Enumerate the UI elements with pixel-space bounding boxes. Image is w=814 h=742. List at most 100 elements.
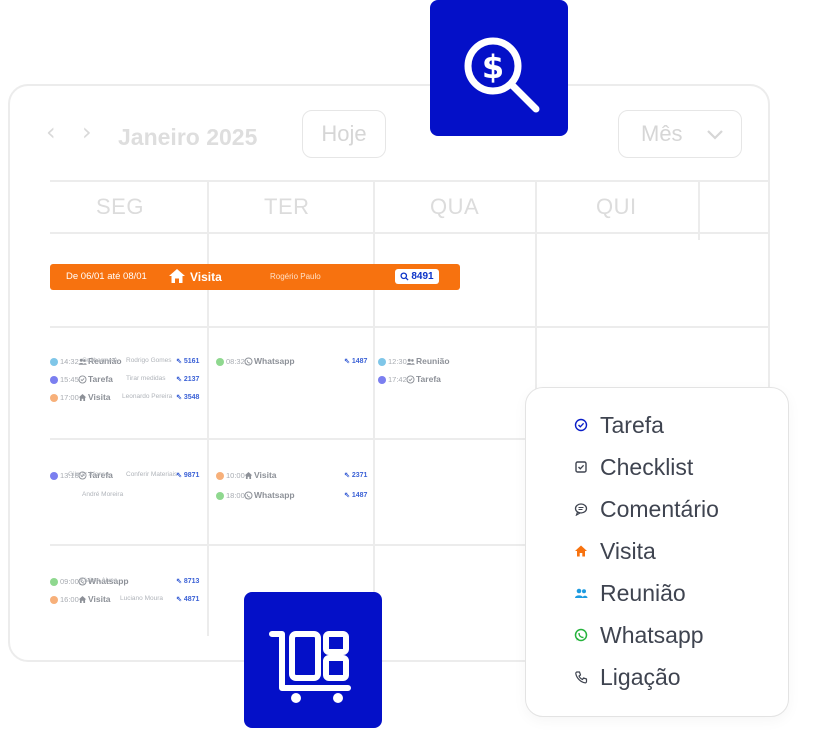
visita-banner-event[interactable]: De 06/01 até 08/01 Visita Rogério Paulo … [50, 264, 460, 290]
month-title: Janeiro 2025 [118, 124, 258, 150]
people-icon [406, 357, 415, 366]
event-time: 16:00 [60, 595, 79, 604]
legend-item-reunião[interactable]: Reunião [574, 578, 686, 608]
event-person: Guilherme A. [82, 357, 120, 364]
legend-label: Checklist [600, 453, 694, 480]
code-prefix-icon: ⇖ [176, 578, 184, 585]
event-time: 14:32 [60, 357, 79, 366]
event-person: André Moreira [82, 491, 124, 498]
legend-item-visita[interactable]: Visita [574, 536, 656, 566]
calendar-event[interactable]: 17:42 Tarefa [378, 374, 538, 386]
event-color-dot [50, 394, 58, 402]
finance-search-tile: $ [430, 0, 568, 136]
calendar-card: ‹ › Janeiro 2025 Hoje Mês SEG TER QUA QU… [8, 84, 770, 662]
legend-item-checklist[interactable]: Checklist [574, 452, 693, 482]
legend-label: Whatsapp [600, 621, 704, 648]
legend-item-comentário[interactable]: Comentário [574, 494, 719, 524]
event-color-dot [50, 358, 58, 366]
event-type: Whatsapp [254, 490, 295, 500]
banner-code-badge: 8491 [395, 269, 439, 284]
legend-label: Tarefa [600, 411, 664, 438]
banner-type: Visita [190, 270, 222, 284]
grid-line [698, 180, 700, 240]
code-prefix-icon: ⇖ [344, 492, 352, 499]
event-type: Reunião [416, 356, 450, 366]
legend-item-tarefa[interactable]: Tarefa [574, 410, 664, 440]
event-code-value: 3548 [183, 394, 200, 401]
event-person: Rodrigo Gomes [126, 357, 172, 364]
legend-item-ligação[interactable]: Ligação [574, 662, 681, 692]
home-icon [574, 544, 588, 558]
event-person: Conferir Materiais [126, 471, 178, 478]
event-code-value: 4871 [183, 596, 200, 603]
event-code: ⇖ 3548 [176, 393, 199, 401]
grid-line [373, 180, 375, 636]
whatsapp-icon [574, 628, 588, 642]
event-code: ⇖ 1487 [344, 357, 367, 365]
event-code-value: 1487 [351, 492, 368, 499]
whatsapp-icon [78, 577, 87, 586]
code-prefix-icon: ⇖ [344, 358, 352, 365]
check-circle-icon [406, 375, 415, 384]
checkbox-icon [574, 460, 588, 474]
event-color-dot [216, 492, 224, 500]
next-month-icon[interactable]: › [82, 118, 92, 146]
event-code-value: 1487 [351, 358, 368, 365]
event-person: Kleiton Alves [80, 577, 118, 584]
prev-month-icon[interactable]: ‹ [46, 118, 56, 146]
today-button[interactable]: Hoje [302, 110, 386, 158]
event-time: 17:00 [60, 393, 79, 402]
legend-item-whatsapp[interactable]: Whatsapp [574, 620, 704, 650]
event-code: ⇖ 5161 [176, 357, 199, 365]
event-code: ⇖ 8713 [176, 577, 199, 585]
event-code: ⇖ 1487 [344, 491, 367, 499]
event-color-dot [378, 358, 386, 366]
event-type: Whatsapp [254, 356, 295, 366]
check-circle-icon [78, 375, 87, 384]
event-type: Tarefa [416, 374, 441, 384]
event-type: Whatsapp [88, 576, 129, 586]
event-type: Tarefa [88, 374, 113, 384]
code-prefix-icon: ⇖ [176, 472, 184, 479]
check-circle-icon [78, 471, 87, 480]
event-color-dot [50, 376, 58, 384]
event-code: ⇖ 4871 [176, 595, 199, 603]
event-code-value: 5161 [183, 358, 200, 365]
event-time: 09:00 [60, 577, 79, 586]
people-icon [574, 586, 588, 600]
legend-label: Reunião [600, 579, 686, 606]
event-color-dot [216, 358, 224, 366]
check-circle-icon [574, 418, 588, 432]
calendar-event[interactable]: 12:30 Reunião [378, 356, 538, 368]
people-icon [78, 357, 87, 366]
event-time: 15:45 [60, 375, 79, 384]
grid-line [50, 544, 768, 546]
view-select-label: Mês [641, 121, 683, 146]
event-person: Luciano Moura [120, 595, 163, 602]
comment-icon [574, 502, 588, 516]
event-code: ⇖ 2371 [344, 471, 367, 479]
event-color-dot [378, 376, 386, 384]
event-time: 10:00 [226, 471, 245, 480]
chevron-down-icon [707, 130, 723, 140]
whatsapp-icon [244, 491, 253, 500]
home-icon [244, 471, 253, 480]
event-type: Visita [254, 470, 277, 480]
event-code: ⇖ 2137 [176, 375, 199, 383]
event-time: 17:42 [388, 375, 407, 384]
svg-text:$: $ [482, 48, 504, 86]
event-code-value: 2371 [351, 472, 368, 479]
view-select[interactable]: Mês [618, 110, 742, 158]
code-prefix-icon: ⇖ [176, 394, 184, 401]
event-code: ⇖ 9871 [176, 471, 199, 479]
event-time: 12:30 [388, 357, 407, 366]
